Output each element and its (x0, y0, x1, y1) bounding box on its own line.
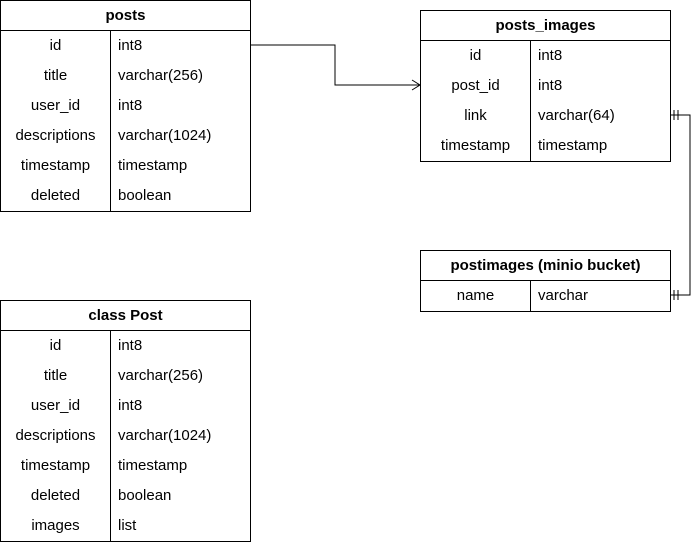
field-type: int8 (538, 47, 563, 64)
field-type: boolean (118, 487, 172, 504)
field-type: int8 (118, 37, 143, 54)
field-name: post_id (421, 71, 531, 101)
table-row: descriptions varchar(1024) (1, 421, 250, 451)
field-type: list (118, 517, 137, 534)
table-title: posts_images (421, 11, 670, 41)
table-row: descriptions varchar(1024) (1, 121, 250, 151)
table-title: class Post (1, 301, 250, 331)
table-row: id int8 (1, 31, 250, 61)
field-type: int8 (118, 397, 143, 414)
table-row: user_id int8 (1, 391, 250, 421)
table-posts: posts id int8 title varchar(256) user_id… (0, 0, 251, 212)
field-name: user_id (1, 391, 111, 421)
field-name: timestamp (1, 451, 111, 481)
table-row: link varchar(64) (421, 101, 670, 131)
table-row: title varchar(256) (1, 61, 250, 91)
field-name: timestamp (421, 131, 531, 161)
field-type: int8 (118, 337, 143, 354)
table-row: deleted boolean (1, 181, 250, 211)
field-name: id (1, 31, 111, 61)
field-type: timestamp (118, 157, 188, 174)
table-class-post: class Post id int8 title varchar(256) us… (0, 300, 251, 542)
field-type: timestamp (538, 137, 608, 154)
field-type: int8 (118, 97, 143, 114)
field-name: title (1, 61, 111, 91)
table-title: postimages (minio bucket) (421, 251, 670, 281)
field-type: timestamp (118, 457, 188, 474)
table-row: id int8 (1, 331, 250, 361)
one-marker-top (673, 110, 679, 120)
table-row: timestamp timestamp (1, 451, 250, 481)
field-type: varchar (538, 287, 589, 304)
table-row: images list (1, 511, 250, 541)
connector-posts-images-to-bucket (670, 114, 691, 296)
table-row: name varchar (421, 281, 670, 311)
field-type: varchar(64) (538, 107, 615, 124)
field-type: varchar(256) (118, 367, 204, 384)
one-marker-bottom (673, 290, 679, 300)
table-row: timestamp timestamp (1, 151, 250, 181)
table-row: post_id int8 (421, 71, 670, 101)
table-row: deleted boolean (1, 481, 250, 511)
field-type: int8 (538, 77, 563, 94)
field-name: images (1, 511, 111, 541)
field-name: id (421, 41, 531, 71)
field-type: boolean (118, 187, 172, 204)
table-posts-images: posts_images id int8 post_id int8 link v… (420, 10, 671, 162)
field-name: descriptions (1, 421, 111, 451)
field-type: varchar(256) (118, 67, 204, 84)
field-name: name (421, 281, 531, 311)
field-type: varchar(1024) (118, 427, 212, 444)
field-name: title (1, 361, 111, 391)
field-name: deleted (1, 481, 111, 511)
table-row: id int8 (421, 41, 670, 71)
table-row: timestamp timestamp (421, 131, 670, 161)
connector-posts-to-posts-images (250, 44, 420, 86)
table-postimages-bucket: postimages (minio bucket) name varchar (420, 250, 671, 312)
field-name: link (421, 101, 531, 131)
table-title: posts (1, 1, 250, 31)
field-name: id (1, 331, 111, 361)
table-row: title varchar(256) (1, 361, 250, 391)
field-name: timestamp (1, 151, 111, 181)
field-type: varchar(1024) (118, 127, 212, 144)
table-row: user_id int8 (1, 91, 250, 121)
field-name: user_id (1, 91, 111, 121)
field-name: descriptions (1, 121, 111, 151)
field-name: deleted (1, 181, 111, 211)
